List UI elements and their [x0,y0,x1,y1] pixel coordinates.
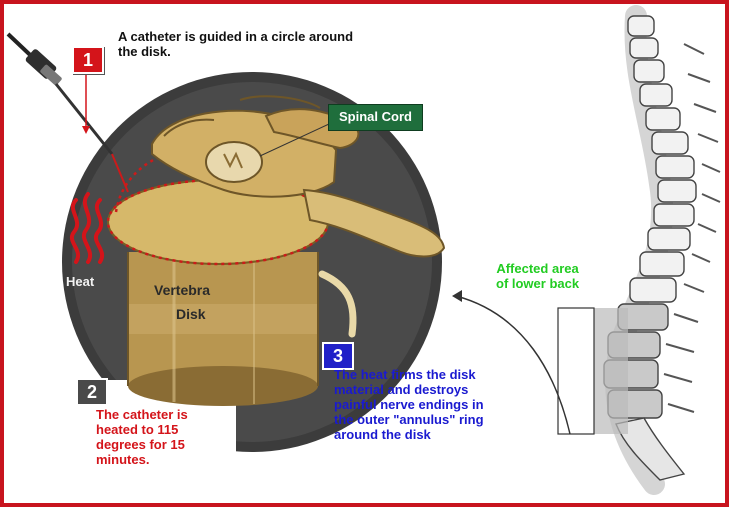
disk-label: Disk [176,306,206,322]
step3-number: 3 [333,346,343,367]
step2-number: 2 [87,382,97,403]
spinal-cord-label: Spinal Cord [328,104,423,131]
step3-text-line5: around the disk [334,428,484,443]
step3-text-line4: the outer "annulus" ring [334,413,484,428]
step1-number: 1 [83,50,93,71]
affected-region-highlight [592,308,628,434]
vertebral-body [128,252,318,406]
affected-region-bracket [558,308,594,434]
step3-text-line3: painful nerve endings in [334,398,484,413]
heat-label: Heat [66,275,94,290]
step1-text-line1: A catheter is guided in a circle around [118,30,353,45]
step2-text-line4: minutes. [96,453,188,468]
step2-text: The catheter is heated to 115 degrees fo… [96,408,188,468]
affected-area-line1: Affected area [496,262,579,277]
step1-text: A catheter is guided in a circle around … [118,30,353,60]
affected-area-line2: of lower back [496,277,579,292]
step2-badge: 2 [76,378,108,406]
affected-area-label: Affected area of lower back [496,262,579,292]
step3-text-line2: material and destroys [334,383,484,398]
step1-badge: 1 [72,46,104,74]
step2-text-line1: The catheter is [96,408,188,423]
vertebra-label: Vertebra [154,282,210,298]
step1-pointer-arrowhead [82,126,90,134]
affected-area-arrowhead [452,290,462,302]
step2-text-line2: heated to 115 [96,423,188,438]
step3-text-line1: The heat firms the disk [334,368,484,383]
step1-text-line2: the disk. [118,45,353,60]
step3-text: The heat firms the disk material and des… [334,368,484,443]
step3-badge: 3 [322,342,354,370]
spinal-cord [206,142,262,182]
step2-text-line3: degrees for 15 [96,438,188,453]
